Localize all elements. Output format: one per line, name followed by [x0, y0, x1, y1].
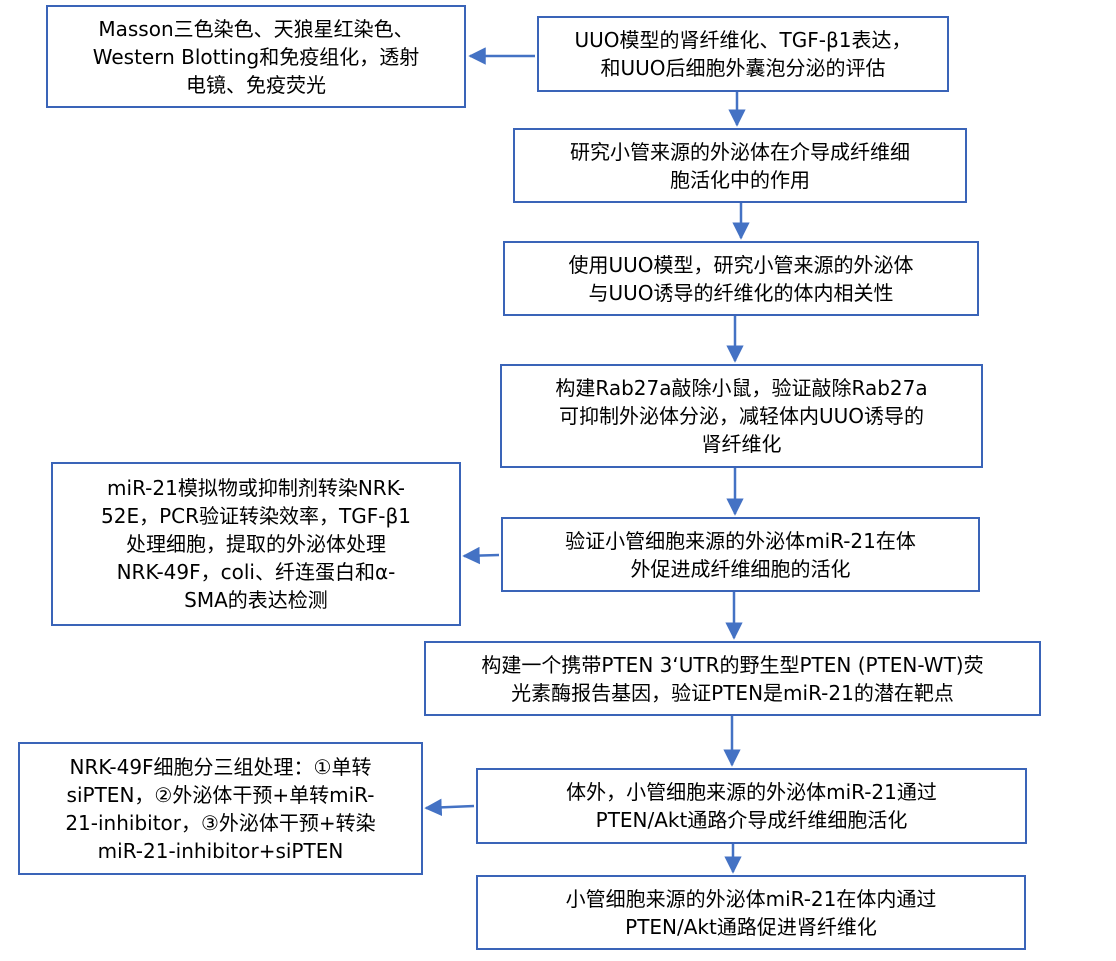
step-7-line-2: PTEN/Akt通路介导成纤维细胞活化 — [595, 808, 908, 832]
step-4-line-2: 可抑制外泌体分泌，减轻体内UUO诱导的 — [558, 404, 925, 428]
methods-2-line-4: NRK-49F，coli、纤连蛋白和α- — [116, 560, 396, 584]
step-3-line-2: 与UUO诱导的纤维化的体内相关性 — [588, 280, 894, 305]
methods-3-line-3: 21-inhibitor，③外泌体干预+转染 — [65, 810, 376, 835]
step-2-line-2: 胞活化中的作用 — [670, 167, 810, 192]
methods-2-line-3: 处理细胞，提取的外泌体处理 — [126, 532, 386, 556]
step-3-line-1: 使用UUO模型，研究小管来源的外泌体 — [568, 252, 914, 277]
step-8-line-1: 小管细胞来源的外泌体miR-21在体内通过 — [565, 886, 937, 911]
step-box-3: 使用UUO模型，研究小管来源的外泌体 与UUO诱导的纤维化的体内相关性 — [503, 241, 979, 316]
step-5-line-1: 验证小管细胞来源的外泌体miR-21在体 — [565, 528, 916, 553]
step-box-8: 小管细胞来源的外泌体miR-21在体内通过 PTEN/Akt通路促进肾纤维化 — [476, 875, 1026, 950]
step-5-line-2: 外促进成纤维细胞的活化 — [630, 556, 851, 581]
step-8-line-2: PTEN/Akt通路促进肾纤维化 — [625, 914, 877, 939]
methods-1-line-1: Masson三色染色、天狼星红染色、 — [98, 16, 414, 41]
methods-3-line-4: miR-21-inhibitor+siPTEN — [97, 838, 344, 863]
arrow-step_7-to-methods_3 — [424, 798, 475, 817]
methods-3-line-1: NRK-49F细胞分三组处理：①单转 — [69, 754, 372, 779]
step-2-line-1: 研究小管来源的外泌体在介导成纤维细 — [570, 139, 910, 164]
step-1-line-2: 和UUO后细胞外囊泡分泌的评估 — [600, 56, 886, 80]
step-7-line-1: 体外，小管细胞来源的外泌体miR-21通过 — [566, 780, 937, 804]
step-box-6: 构建一个携带PTEN 3‘UTR的野生型PTEN (PTEN-WT)荧 光素酶报… — [424, 641, 1041, 716]
step-6-line-1: 构建一个携带PTEN 3‘UTR的野生型PTEN (PTEN-WT)荧 — [481, 652, 984, 677]
arrow-step_5-to-methods_2 — [462, 546, 500, 565]
methods-2-line-1: miR-21模拟物或抑制剂转染NRK- — [107, 476, 405, 500]
methods-2-line-2: 52E，PCR验证转染效率，TGF-β1 — [101, 504, 411, 528]
step-box-4: 构建Rab27a敲除小鼠，验证敲除Rab27a 可抑制外泌体分泌，减轻体内UUO… — [500, 364, 983, 468]
step-6-line-2: 光素酶报告基因，验证PTEN是miR-21的潜在靶点 — [511, 680, 954, 705]
step-box-2: 研究小管来源的外泌体在介导成纤维细 胞活化中的作用 — [513, 128, 967, 203]
step-1-line-1: UUO模型的肾纤维化、TGF-β1表达， — [574, 28, 912, 52]
step-box-7: 体外，小管细胞来源的外泌体miR-21通过 PTEN/Akt通路介导成纤维细胞活… — [476, 768, 1027, 844]
methods-1-line-2: Western Blotting和免疫组化，透射 — [92, 44, 420, 69]
methods-2-line-5: SMA的表达检测 — [184, 588, 328, 612]
methods-box-2: miR-21模拟物或抑制剂转染NRK- 52E，PCR验证转染效率，TGF-β1… — [51, 462, 461, 626]
methods-box-1: Masson三色染色、天狼星红染色、 Western Blotting和免疫组化… — [46, 5, 466, 108]
methods-3-line-2: siPTEN，②外泌体干预+单转miR- — [66, 782, 375, 807]
step-box-1: UUO模型的肾纤维化、TGF-β1表达， 和UUO后细胞外囊泡分泌的评估 — [537, 16, 949, 92]
methods-box-3: NRK-49F细胞分三组处理：①单转 siPTEN，②外泌体干预+单转miR- … — [18, 742, 423, 875]
methods-1-line-3: 电镜、免疫荧光 — [186, 72, 326, 97]
step-4-line-3: 肾纤维化 — [701, 432, 782, 456]
step-box-5: 验证小管细胞来源的外泌体miR-21在体 外促进成纤维细胞的活化 — [501, 517, 980, 592]
step-4-line-1: 构建Rab27a敲除小鼠，验证敲除Rab27a — [555, 376, 928, 400]
